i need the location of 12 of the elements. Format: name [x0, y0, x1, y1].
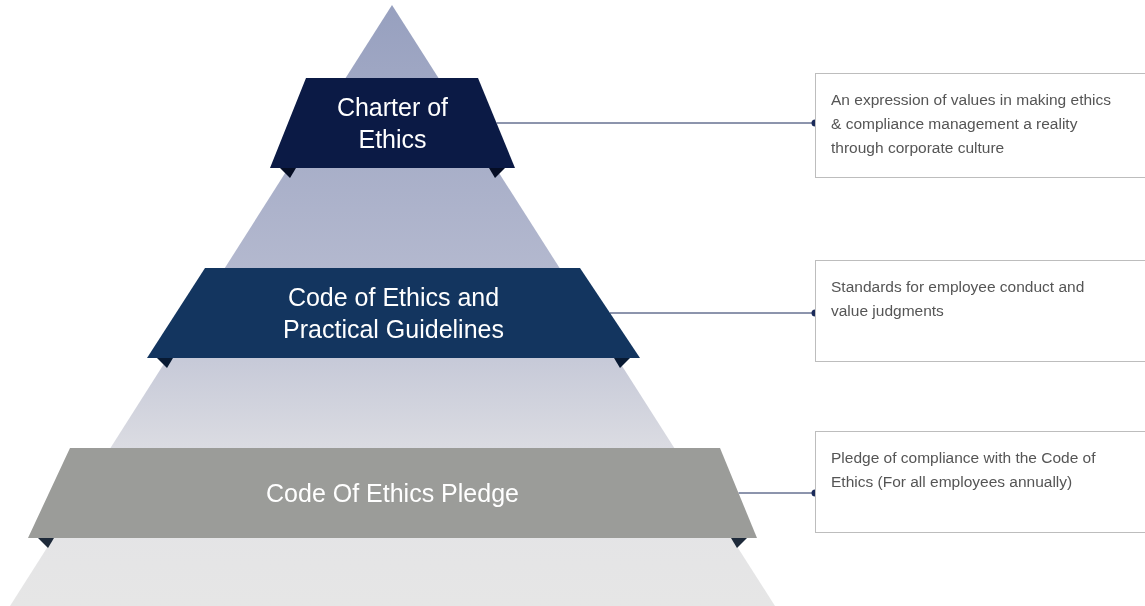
description-text: Standards for employee conduct and value judgments — [831, 277, 1086, 321]
pyramid-tier — [147, 268, 640, 368]
description-box — [815, 260, 1145, 362]
tier-label: Code Of Ethics Pledge — [265, 478, 520, 509]
pyramid-tier — [270, 78, 515, 178]
description-text: An expression of values in making ethics & compliance management a reality through corporate culture — [831, 90, 1112, 158]
tier-label: Code of Ethics and Practical Guidelines — [282, 282, 505, 345]
pyramid-tier — [28, 448, 757, 548]
tier-label: Charter of Ethics — [335, 92, 450, 155]
description-box — [815, 73, 1145, 178]
description-box — [815, 431, 1145, 533]
description-text: Pledge of compliance with the Code of Ethics (For all employees annually) — [831, 448, 1097, 492]
